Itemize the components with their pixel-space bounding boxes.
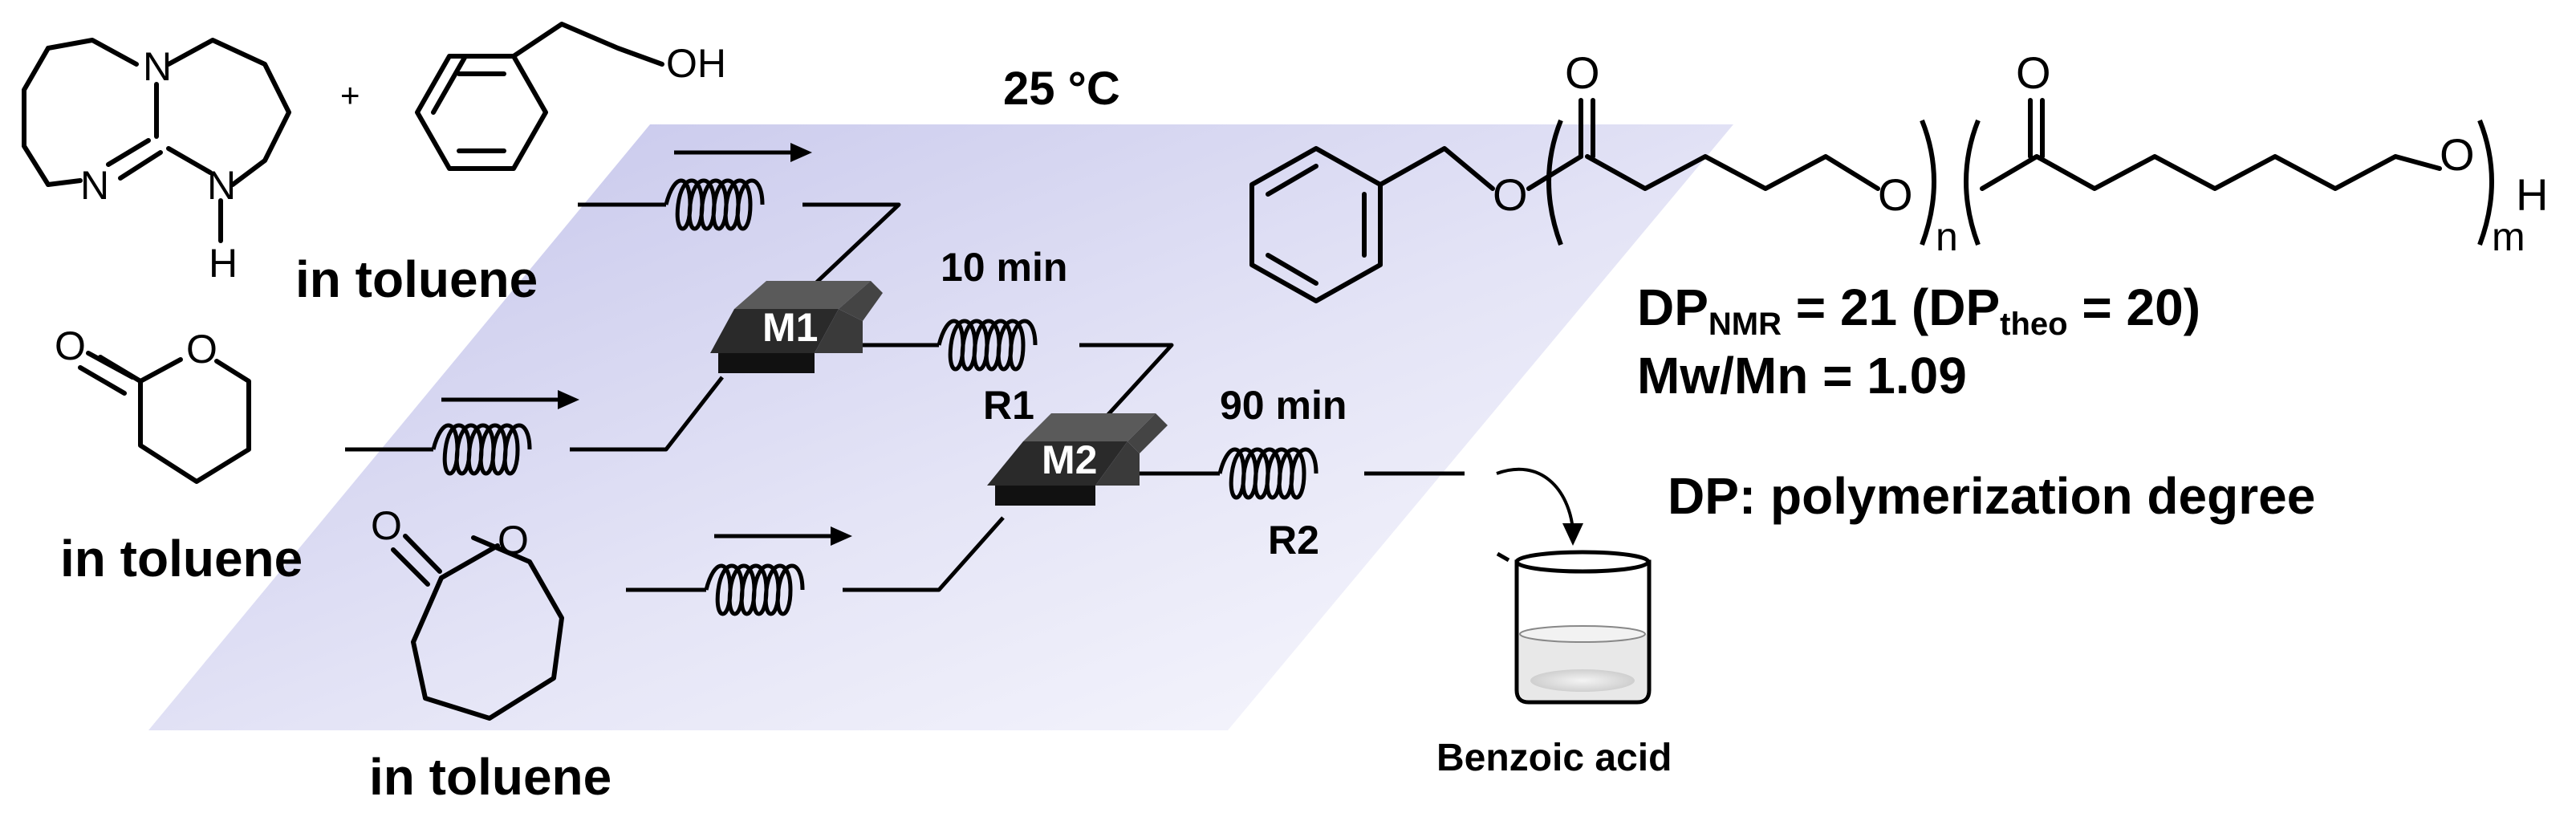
valerolactone-structure: O O bbox=[55, 323, 251, 484]
dp-nmr-prefix: DP bbox=[1637, 278, 1709, 336]
dp-nmr-mid: = 21 (DP bbox=[1782, 278, 2000, 336]
o-atom: O bbox=[186, 327, 217, 372]
mixer-m1: M1 bbox=[710, 281, 883, 373]
dp-definition: DP: polymerization degree bbox=[1668, 467, 2315, 525]
flow-arrow-1 bbox=[674, 143, 812, 162]
oh-group: OH bbox=[666, 41, 726, 86]
h-atom: H bbox=[209, 241, 238, 286]
coil-feed3 bbox=[704, 563, 805, 616]
caprolactone-structure: O O bbox=[371, 503, 564, 721]
r2-label: R2 bbox=[1268, 518, 1319, 563]
flow-arrow-3 bbox=[714, 526, 852, 546]
benzyl-alcohol-structure: OH bbox=[415, 22, 726, 171]
coil-r2 bbox=[1217, 447, 1318, 500]
flow-arrow-2 bbox=[441, 390, 579, 409]
dispersity-result: Mw/Mn = 1.09 bbox=[1637, 347, 1967, 404]
coil-r1 bbox=[937, 319, 1038, 372]
o-atom: O bbox=[55, 323, 86, 368]
mixer-m2-label: M2 bbox=[1042, 437, 1097, 482]
o-atom: O bbox=[2440, 129, 2475, 180]
coil-feed2 bbox=[431, 423, 532, 476]
caprolactone-solvent-label: in toluene bbox=[369, 748, 611, 806]
valerolactone-solvent-label: in toluene bbox=[60, 530, 303, 587]
dp-theo-end: = 20) bbox=[2068, 278, 2200, 336]
r1-label: R1 bbox=[983, 383, 1034, 428]
o-atom: O bbox=[371, 503, 402, 548]
quench-label: Benzoic acid bbox=[1436, 737, 1672, 779]
tbd-structure: N N N H bbox=[22, 38, 291, 286]
subscript-n: n bbox=[1936, 214, 1958, 259]
o-atom: O bbox=[1565, 47, 1600, 98]
mixer-m1-label: M1 bbox=[762, 305, 818, 350]
mixer-m2: M2 bbox=[987, 413, 1168, 506]
o-atom: O bbox=[498, 518, 529, 563]
product-structure: O O O n O O m H bbox=[1249, 47, 2548, 303]
dp-result: DPNMR = 21 (DPtheo = 20) bbox=[1637, 278, 2200, 342]
temperature-label: 25 °C bbox=[1003, 63, 1120, 115]
r1-time-label: 10 min bbox=[941, 245, 1067, 290]
coil-feed1 bbox=[664, 178, 765, 231]
dp-theo-sub: theo bbox=[2000, 307, 2067, 342]
end-group-h: H bbox=[2516, 169, 2548, 220]
plus-sign: + bbox=[340, 76, 360, 114]
n-atom: N bbox=[143, 44, 172, 89]
o-atom: O bbox=[1493, 169, 1528, 220]
n-atom: N bbox=[207, 163, 236, 208]
svg-text:DPNMR = 21 (DPtheo = 20): DPNMR = 21 (DPtheo = 20) bbox=[1637, 278, 2200, 342]
dp-nmr-sub: NMR bbox=[1709, 307, 1782, 342]
beaker-icon bbox=[1496, 550, 1652, 705]
subscript-m: m bbox=[2492, 214, 2525, 259]
n-atom: N bbox=[80, 163, 109, 208]
curved-arrow bbox=[1496, 467, 1583, 546]
tbd-solvent-label: in toluene bbox=[295, 250, 538, 308]
o-atom: O bbox=[2016, 47, 2051, 98]
o-atom: O bbox=[1878, 169, 1913, 220]
r2-time-label: 90 min bbox=[1220, 383, 1347, 428]
reactor-plane bbox=[148, 124, 1733, 730]
